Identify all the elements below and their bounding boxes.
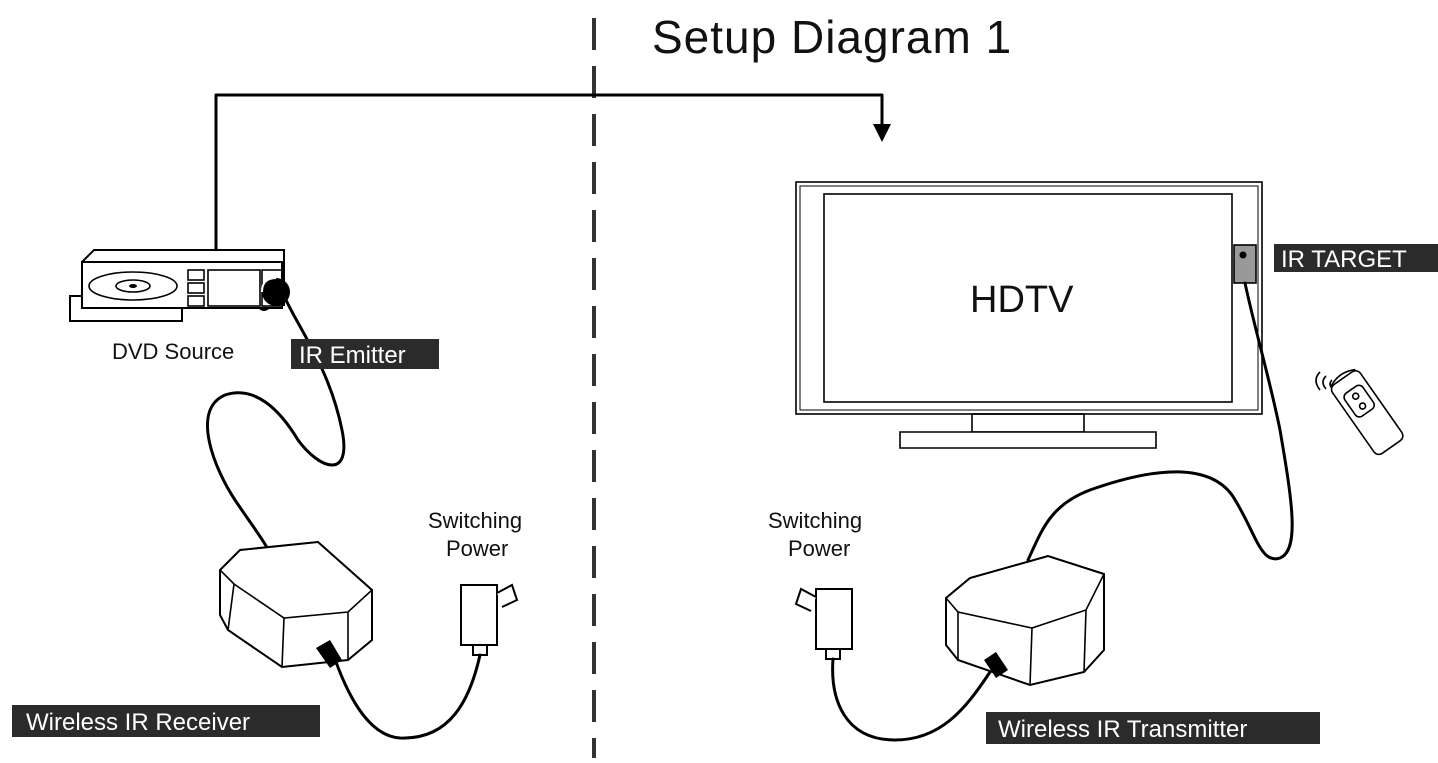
dvd-player-icon bbox=[69, 249, 285, 322]
arrow-down-icon bbox=[873, 124, 891, 142]
diagram-title: Setup Diagram 1 bbox=[652, 11, 1012, 63]
ir-target-icon bbox=[1233, 244, 1257, 284]
ir-emitter-label: IR Emitter bbox=[299, 342, 406, 369]
hdtv-label: HDTV bbox=[970, 279, 1074, 321]
dvd-source-label: DVD Source bbox=[112, 339, 234, 364]
power-adapter-icon-left bbox=[460, 583, 519, 656]
wireless-ir-receiver-tag bbox=[12, 705, 320, 737]
ir-signal-waves-icon bbox=[1315, 371, 1333, 391]
switching-power-left-line2: Power bbox=[446, 536, 508, 561]
hdtv-icon bbox=[795, 181, 1263, 449]
ir-emitter-icon bbox=[261, 277, 290, 306]
wireless-ir-receiver-label: Wireless IR Receiver bbox=[26, 709, 250, 736]
receiver-power-cable bbox=[334, 653, 482, 740]
switching-power-right-line2: Power bbox=[788, 536, 850, 561]
ir-target-label: IR TARGET bbox=[1281, 246, 1407, 273]
remote-control-icon bbox=[1330, 368, 1404, 456]
wireless-ir-transmitter-label: Wireless IR Transmitter bbox=[998, 716, 1247, 743]
power-adapter-icon-right bbox=[794, 587, 853, 660]
wireless-ir-transmitter-tag bbox=[986, 712, 1320, 744]
ir-target-cable bbox=[1026, 281, 1294, 562]
switching-power-left-line1: Switching bbox=[428, 508, 522, 533]
transmitter-power-cable bbox=[831, 657, 992, 742]
ir-target-tag bbox=[1274, 244, 1438, 272]
wireless-ir-transmitter-icon bbox=[944, 554, 1106, 687]
signal-path-line bbox=[214, 93, 884, 252]
ir-emitter-tag bbox=[291, 339, 439, 369]
switching-power-right-line1: Switching bbox=[768, 508, 862, 533]
wireless-ir-receiver-icon bbox=[218, 540, 374, 669]
emitter-cable bbox=[206, 298, 346, 562]
